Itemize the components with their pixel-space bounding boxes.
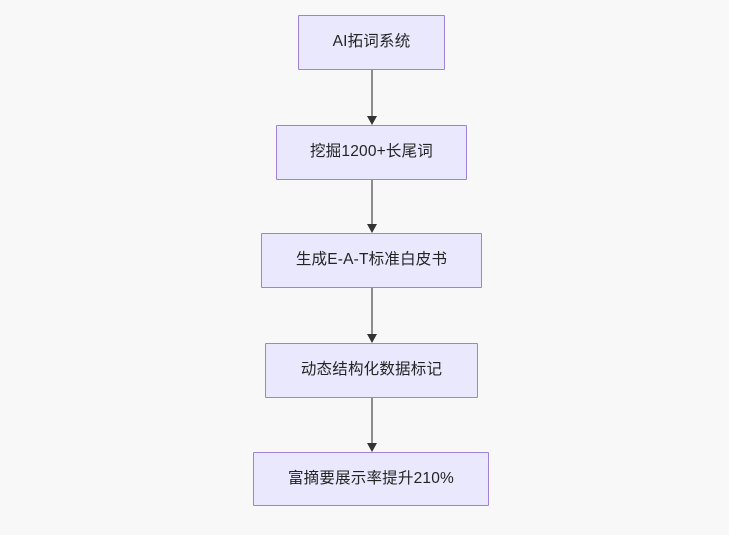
flowchart-node-label: 挖掘1200+长尾词 xyxy=(309,143,434,161)
edge-line xyxy=(371,70,373,118)
edge-line xyxy=(371,398,373,445)
edge-line xyxy=(371,288,373,336)
arrow-head-icon xyxy=(366,443,377,452)
flowchart-node-mine-longtail-keywords[interactable]: 挖掘1200+长尾词 xyxy=(276,125,467,180)
flowchart-node-label: AI拓词系统 xyxy=(332,33,411,51)
flowchart-node-label: 富摘要展示率提升210% xyxy=(287,469,455,487)
flowchart-node-dynamic-structured-data-markup[interactable]: 动态结构化数据标记 xyxy=(265,343,478,398)
edge-line xyxy=(371,180,373,226)
arrow-head-icon xyxy=(366,116,377,125)
flowchart-node-label: 生成E-A-T标准白皮书 xyxy=(295,251,448,269)
arrow-head-icon xyxy=(366,224,377,233)
flowchart-node-ai-keyword-system[interactable]: AI拓词系统 xyxy=(298,15,445,70)
flowchart-node-label: 动态结构化数据标记 xyxy=(300,361,443,379)
flowchart-node-generate-eat-whitepaper[interactable]: 生成E-A-T标准白皮书 xyxy=(261,233,482,288)
arrow-head-icon xyxy=(366,334,377,343)
flowchart-node-rich-snippet-rate-increase[interactable]: 富摘要展示率提升210% xyxy=(253,452,489,506)
